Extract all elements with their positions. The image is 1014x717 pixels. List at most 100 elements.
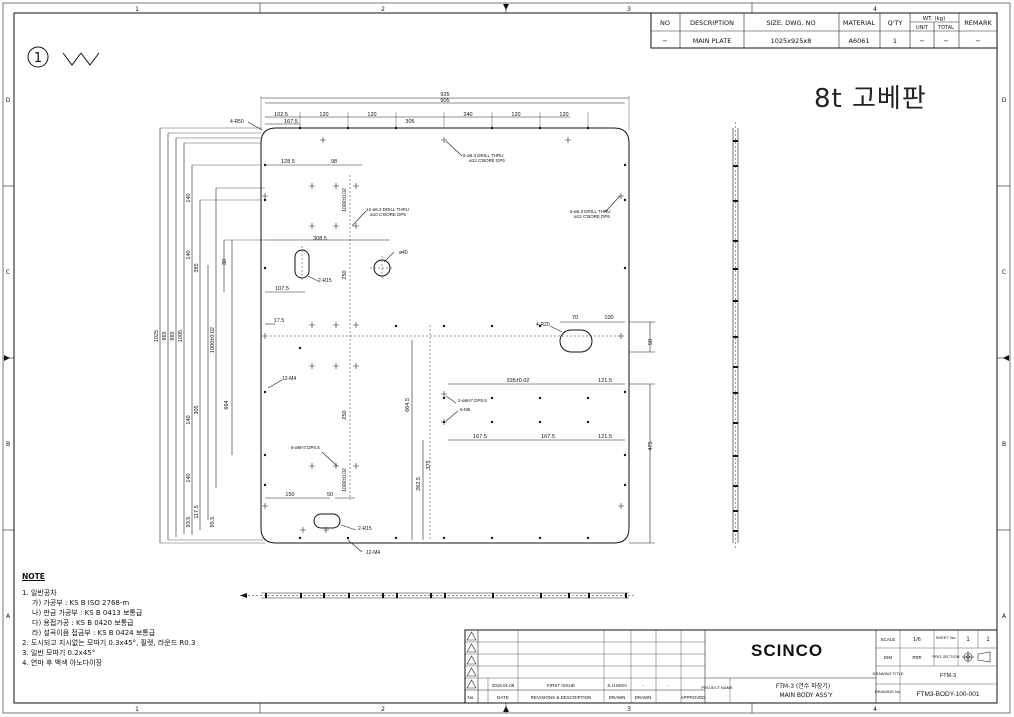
main-plate-outline bbox=[260, 127, 630, 544]
callout-leaders bbox=[247, 121, 621, 553]
dim-left-1000-tol: 1000±0.02 bbox=[210, 327, 216, 353]
parts-row-no: − bbox=[662, 37, 667, 45]
dim-375: 375 bbox=[426, 460, 432, 469]
parts-row-material: A6061 bbox=[849, 37, 870, 45]
note-item: 3. 일반 모따기 0.2x45° bbox=[22, 649, 96, 657]
dim-left-95-5: 95.5 bbox=[210, 517, 216, 528]
korean-title: 8t 고베판 bbox=[814, 84, 927, 114]
note-item: 4. 연마 후 백색 아노다이징 bbox=[22, 659, 102, 667]
parts-row-total: − bbox=[943, 37, 948, 45]
zone-col-3-bottom: 3 bbox=[627, 706, 631, 713]
dim-left-140-c: 140 bbox=[186, 415, 192, 424]
notes-block: NOTE 1. 일반공차 가) 가공부 : KS B ISO 2768-m 나)… bbox=[22, 572, 442, 668]
dim-second-2: 98 bbox=[331, 159, 337, 165]
dim-bottom-150: 150 bbox=[285, 492, 294, 498]
revision-triangle-icons bbox=[466, 631, 477, 689]
parts-list-table bbox=[650, 12, 998, 49]
dim-left-965: 965 bbox=[162, 331, 168, 340]
dim-left-overall: 1025 bbox=[154, 330, 160, 342]
right-dimensions bbox=[411, 321, 655, 544]
zone-row-a-right: A bbox=[1002, 613, 1007, 620]
revision-desc: FIRST ISSUE bbox=[547, 683, 575, 688]
callout-tap-m4-bottom: 12-M4 bbox=[366, 550, 380, 556]
note-item: 가) 가공부 : KS B ISO 2768-m bbox=[32, 599, 130, 607]
notes-title: NOTE bbox=[22, 572, 45, 581]
revision-approved: - bbox=[667, 683, 669, 688]
callout-slot-radius-bottom: 2-R15 bbox=[358, 526, 372, 532]
revision-header-checked: DRAWN bbox=[635, 695, 652, 700]
dim-167-5-a: 167.5 bbox=[473, 434, 487, 440]
parts-row-description: MAIN PLATE bbox=[693, 37, 732, 45]
dim-167-5-b: 167.5 bbox=[541, 434, 555, 440]
third-angle-projection-icon bbox=[962, 651, 991, 663]
revision-header-drawn: DRAWN bbox=[609, 695, 626, 700]
drawing-no-value: FTM3-BODY-100-001 bbox=[917, 691, 980, 698]
revision-checked: - bbox=[642, 683, 644, 688]
sheet-value: 1 bbox=[966, 637, 970, 643]
drawing-title-value: FTM-3 bbox=[940, 673, 956, 679]
callout-cbore-right: ø12 C'BORE DP6 bbox=[574, 214, 610, 219]
dim-value: mm bbox=[912, 655, 922, 661]
zone-row-d-left: D bbox=[6, 97, 11, 104]
surface-finish-icon bbox=[62, 52, 100, 66]
projection-label: PRO-JECTION bbox=[932, 654, 959, 659]
dim-left-664: 664 bbox=[224, 400, 230, 409]
dim-top-chain-6: 240 bbox=[463, 112, 472, 118]
dim-664-5: 664.5 bbox=[405, 398, 411, 412]
revision-drawn: S.H.MOH bbox=[607, 683, 626, 688]
dim-1000-tol-mid: 1000±0.02 bbox=[342, 188, 348, 212]
sheet-total: 1 bbox=[986, 637, 990, 643]
hole-pattern bbox=[262, 126, 627, 540]
drawing-no-label: DRAWING No. bbox=[875, 689, 902, 694]
callout-cbore-left: ø10 C'BORE DP6 bbox=[370, 212, 406, 217]
revision-header-date: DATE bbox=[497, 695, 509, 700]
zone-row-a-left: A bbox=[6, 613, 11, 620]
dim-label: DIM bbox=[884, 655, 893, 660]
callout-tap-m5: 6-M5 bbox=[460, 407, 471, 412]
detail-number: 1 bbox=[34, 51, 42, 66]
callout-big-hole: ø40 bbox=[399, 250, 408, 256]
centering-mark-bottom bbox=[503, 706, 509, 712]
note-item: 2. 도시되고 지시없는 모따기 0.3x45°, 필렛, 라운드 R0.3 bbox=[22, 639, 196, 647]
parts-header-remark: REMARK bbox=[964, 19, 992, 27]
project-name-line-2: MAIN BODY ASS'Y bbox=[779, 692, 832, 699]
callout-slot-radius-right: 4-R20 bbox=[536, 322, 550, 328]
dim-top-chain-7: 120 bbox=[511, 112, 520, 118]
dim-left-140-d: 140 bbox=[186, 473, 192, 482]
zone-row-d-right: D bbox=[1002, 97, 1007, 104]
detail-number-circle bbox=[27, 46, 49, 68]
project-name-line-1: FTM-3 (연수 파장기) bbox=[776, 682, 830, 690]
parts-row-unit: − bbox=[919, 37, 924, 45]
zone-row-b-left: B bbox=[6, 441, 10, 448]
dim-slot-30: 30 bbox=[222, 259, 228, 265]
dim-slot-x: 308.5 bbox=[313, 236, 327, 242]
dim-1000-tol-low: 1000±0.02 bbox=[342, 468, 348, 492]
dim-left-93-5: 93.5 bbox=[186, 517, 192, 528]
dim-top-chain-8: 120 bbox=[559, 112, 568, 118]
parts-row-size: 1025x925x8 bbox=[771, 37, 812, 45]
slot-cutouts bbox=[294, 246, 593, 529]
parts-header-qty: Q'TY bbox=[888, 19, 903, 27]
note-item: 다) 용접가공 : KS B 0420 보통급 bbox=[32, 619, 134, 627]
callout-corner-radius: 4-R50 bbox=[230, 119, 244, 125]
sheet-label: SHEET No. bbox=[936, 635, 957, 640]
centering-mark-right bbox=[1003, 355, 1009, 361]
dim-second-1: 128.5 bbox=[281, 159, 295, 165]
scale-label: SCALE bbox=[881, 637, 896, 642]
dim-slot-100: 100 bbox=[604, 315, 613, 321]
zone-col-2-bottom: 2 bbox=[381, 706, 385, 713]
dim-slot-50: 50 bbox=[648, 339, 654, 345]
dim-left-385: 385 bbox=[194, 263, 200, 272]
zone-col-1-top: 1 bbox=[135, 6, 139, 13]
parts-header-weight-unit: UNIT bbox=[916, 25, 929, 31]
parts-header-weight-total: TOTAL bbox=[937, 25, 954, 31]
dim-121-5-top: 121.5 bbox=[598, 378, 612, 384]
centering-mark-left bbox=[4, 355, 10, 361]
drawing-title-label: DRAWING TITLE bbox=[872, 671, 903, 676]
parts-header-material: MATERIAL bbox=[843, 19, 876, 27]
dim-slot-70: 70 bbox=[572, 315, 578, 321]
parts-header-weight: WT. (kg) bbox=[923, 16, 946, 22]
note-item: 나) 판금 가공부 : KS B 0413 보통급 bbox=[32, 609, 143, 617]
scinco-logo: SCINCO bbox=[751, 641, 824, 660]
